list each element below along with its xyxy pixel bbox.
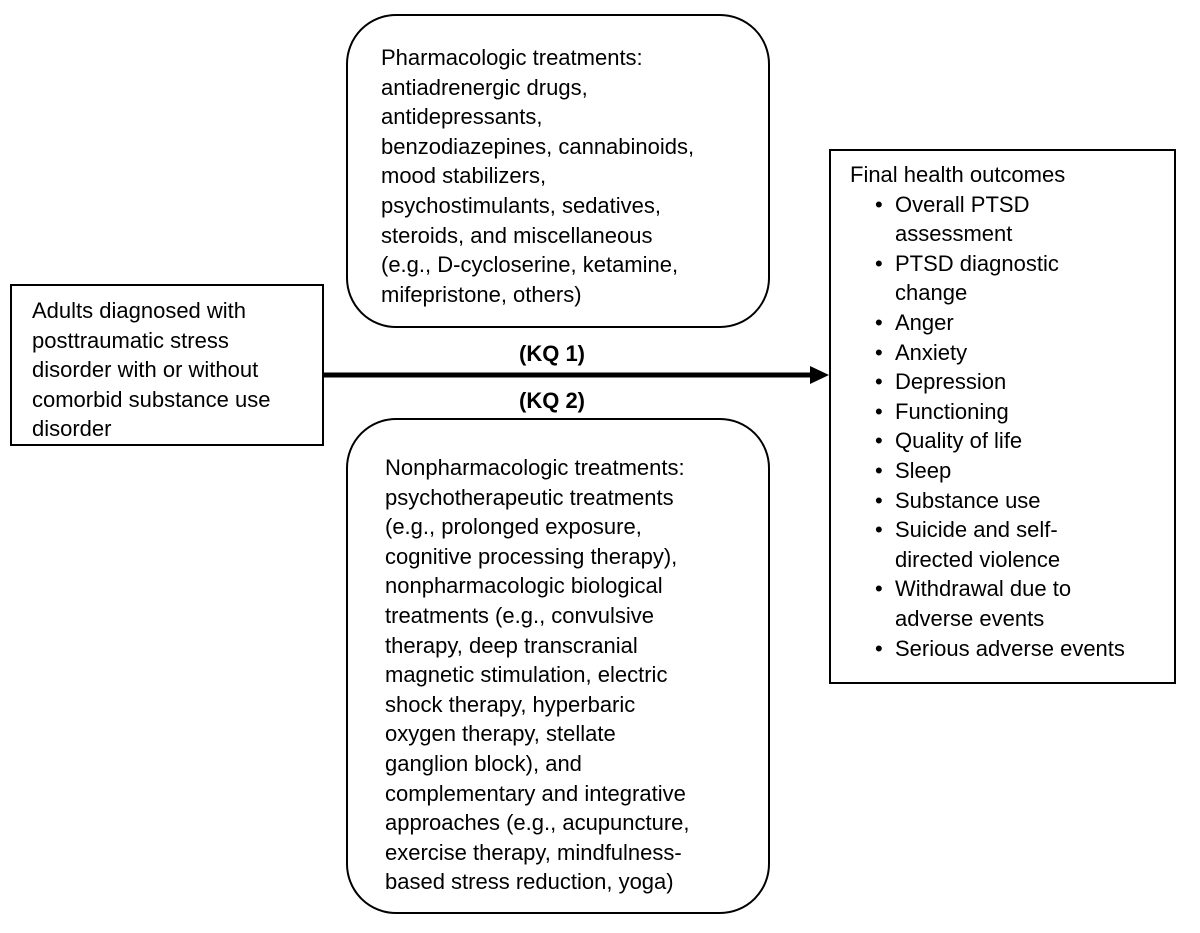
- outcomes-title: Final health outcomes: [850, 162, 1066, 187]
- text-line: psychostimulants, sedatives,: [381, 192, 662, 218]
- bullet-icon: •: [875, 398, 883, 424]
- text-line: exercise therapy, mindfulness-: [385, 839, 682, 865]
- text-line: approaches (e.g., acupuncture,: [385, 810, 690, 836]
- pharmacologic-treatments-box: Pharmacologic treatments: antiadrenergic …: [346, 14, 770, 328]
- outcome-label: directed violence: [895, 546, 1061, 572]
- text-line: ganglion block), and: [385, 750, 582, 776]
- outcome-label: Suicide and self-: [895, 517, 1058, 543]
- outcome-label: change: [895, 280, 968, 306]
- text-line: antiadrenergic drugs,: [381, 74, 588, 100]
- bullet-icon: •: [875, 487, 883, 513]
- text-line: Adults diagnosed with: [32, 298, 247, 323]
- bullet-icon: •: [875, 428, 883, 454]
- outcomes-list: • Overall PTSD assessment • PTSD diagnostic c…: [850, 190, 1174, 664]
- outcome-label: Withdrawal due to: [895, 576, 1072, 602]
- outcome-label: Overall PTSD: [895, 191, 1030, 217]
- text-line: steroids, and miscellaneous: [381, 222, 653, 248]
- bullet-icon: •: [875, 517, 883, 543]
- outcome-item: • Functioning: [875, 397, 1174, 427]
- outcome-label: Functioning: [895, 398, 1009, 424]
- outcome-item: • Serious adverse events: [875, 634, 1174, 664]
- outcome-item: • Overall PTSD assessment: [875, 190, 1174, 249]
- text-line: (e.g., prolonged exposure,: [385, 514, 642, 540]
- text-line: mifepristone, others): [381, 281, 582, 307]
- final-health-outcomes-box: Final health outcomes • Overall PTSD asses…: [829, 149, 1176, 684]
- text-line: nonpharmacologic biological: [385, 573, 663, 599]
- bullet-icon: •: [875, 309, 883, 335]
- text-line: cognitive processing therapy),: [385, 543, 678, 569]
- bullet-icon: •: [875, 457, 883, 483]
- outcome-item: • Substance use: [875, 486, 1174, 516]
- outcome-item: • Anger: [875, 308, 1174, 338]
- bullet-icon: •: [875, 369, 883, 395]
- text-line: oxygen therapy, stellate: [385, 721, 616, 747]
- outcome-label: Substance use: [895, 487, 1041, 513]
- outcome-label: PTSD diagnostic: [895, 250, 1059, 276]
- outcome-label: Quality of life: [895, 428, 1023, 454]
- text-line: mood stabilizers,: [381, 163, 547, 189]
- text-line: based stress reduction, yoga): [385, 869, 674, 895]
- kq2-label: (KQ 2): [519, 388, 585, 413]
- outcome-label: adverse events: [895, 605, 1045, 631]
- bullet-icon: •: [875, 191, 883, 217]
- outcome-label: assessment: [895, 221, 1013, 247]
- outcome-item: • Quality of life: [875, 426, 1174, 456]
- text-line: benzodiazepines, cannabinoids,: [381, 133, 695, 159]
- text-line: disorder with or without: [32, 357, 259, 383]
- text-line: treatments (e.g., convulsive: [385, 602, 655, 628]
- outcome-item: • Withdrawal due to adverse events: [875, 574, 1174, 633]
- bullet-icon: •: [875, 339, 883, 365]
- text-line: (e.g., D-cycloserine, ketamine,: [381, 252, 679, 278]
- text-line: comorbid substance use: [32, 386, 271, 412]
- text-line: Nonpharmacologic treatments:: [385, 455, 685, 480]
- outcome-item: • Suicide and self-directed violence: [875, 515, 1174, 574]
- pharmacologic-text: Pharmacologic treatments: antiadrenergic …: [381, 43, 768, 309]
- text-line: Pharmacologic treatments:: [381, 45, 643, 70]
- bullet-icon: •: [875, 250, 883, 276]
- text-line: therapy, deep transcranial: [385, 632, 638, 658]
- text-line: posttraumatic stress: [32, 327, 229, 353]
- text-line: complementary and integrative: [385, 780, 686, 806]
- bullet-icon: •: [875, 635, 883, 661]
- outcome-label: Sleep: [895, 457, 952, 483]
- nonpharmacologic-treatments-box: Nonpharmacologic treatments: psychotherap…: [346, 418, 770, 914]
- outcome-item: • PTSD diagnostic change: [875, 249, 1174, 308]
- population-box: Adults diagnosed with posttraumatic stres…: [10, 284, 324, 446]
- text-line: antidepressants,: [381, 104, 543, 130]
- nonpharmacologic-text: Nonpharmacologic treatments: psychotherap…: [385, 453, 768, 897]
- outcome-item: • Sleep: [875, 456, 1174, 486]
- kq1-label: (KQ 1): [519, 341, 585, 366]
- outcome-label: Serious adverse events: [895, 635, 1125, 661]
- text-line: disorder: [32, 416, 112, 442]
- text-line: psychotherapeutic treatments: [385, 484, 674, 510]
- outcome-label: Anger: [895, 309, 954, 335]
- text-line: magnetic stimulation, electric: [385, 662, 668, 688]
- arrowhead-icon: [810, 366, 829, 384]
- outcome-item: • Anxiety: [875, 338, 1174, 368]
- outcome-item: • Depression: [875, 367, 1174, 397]
- outcome-label: Anxiety: [895, 339, 968, 365]
- population-text: Adults diagnosed with posttraumatic stres…: [32, 296, 322, 444]
- outcome-label: Depression: [895, 369, 1007, 395]
- text-line: shock therapy, hyperbaric: [385, 691, 636, 717]
- bullet-icon: •: [875, 576, 883, 602]
